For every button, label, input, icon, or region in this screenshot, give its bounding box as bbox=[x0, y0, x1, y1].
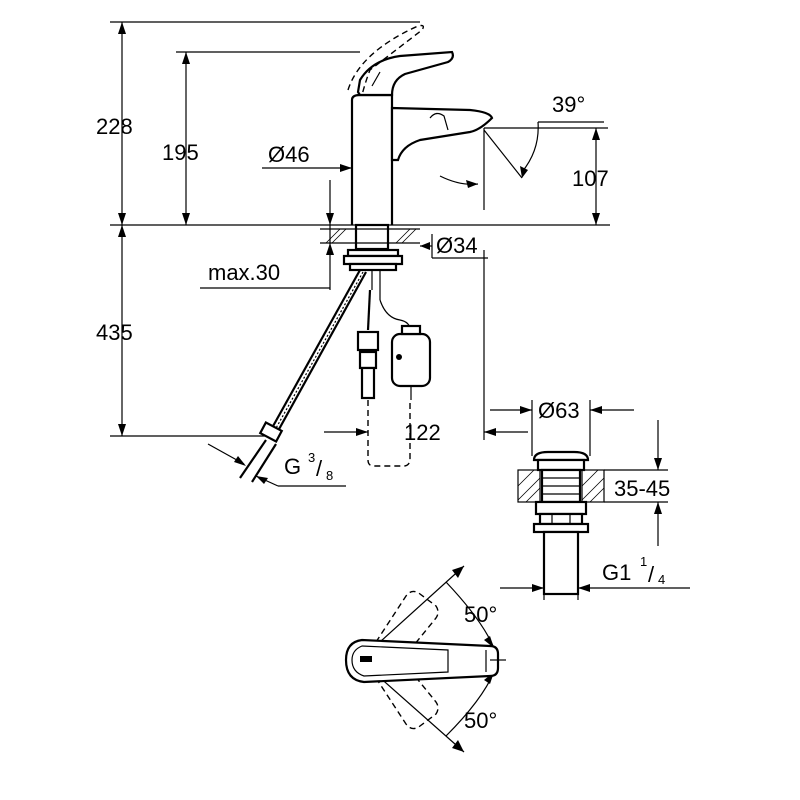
dim-228 bbox=[110, 21, 420, 225]
label-228: 228 bbox=[96, 114, 133, 139]
label-63: Ø63 bbox=[538, 398, 580, 423]
label-hose-thread-den: 8 bbox=[326, 468, 333, 483]
dim-435 bbox=[110, 225, 266, 437]
dim-107 bbox=[483, 127, 608, 225]
label-max30: max.30 bbox=[208, 260, 280, 285]
deck-hatch bbox=[320, 228, 420, 244]
label-waste-thread-slash: / bbox=[648, 562, 655, 587]
label-195: 195 bbox=[162, 140, 199, 165]
label-50deg-bottom: 50° bbox=[464, 708, 497, 733]
counter-hatch bbox=[517, 469, 605, 503]
label-107: 107 bbox=[572, 166, 609, 191]
label-122: 122 bbox=[404, 420, 441, 445]
label-39deg: 39° bbox=[552, 92, 585, 117]
waste-detail bbox=[490, 400, 690, 600]
dim-34 bbox=[420, 234, 488, 259]
mixer-side-view bbox=[110, 24, 610, 483]
label-waste-thread-num: 1 bbox=[640, 554, 647, 569]
dim-max30 bbox=[200, 180, 334, 290]
label-50deg-top: 50° bbox=[464, 602, 497, 627]
label-hose-thread: G bbox=[284, 454, 301, 479]
flex-hose bbox=[239, 269, 367, 483]
label-hose-thread-slash: / bbox=[316, 456, 323, 481]
dim-39deg bbox=[439, 121, 604, 188]
dim-hose-thread bbox=[207, 443, 346, 487]
label-35-45: 35-45 bbox=[614, 476, 670, 501]
label-435: 435 bbox=[96, 320, 133, 345]
mixer-top-view bbox=[344, 565, 506, 753]
dim-122 bbox=[324, 250, 528, 440]
label-waste-thread: G1 bbox=[602, 560, 631, 585]
dim-46 bbox=[262, 164, 352, 172]
label-hose-thread-num: 3 bbox=[308, 450, 315, 465]
label-waste-thread-den: 4 bbox=[658, 572, 665, 587]
dim-195 bbox=[176, 51, 360, 225]
label-34: Ø34 bbox=[436, 233, 478, 258]
label-46: Ø46 bbox=[268, 142, 310, 167]
